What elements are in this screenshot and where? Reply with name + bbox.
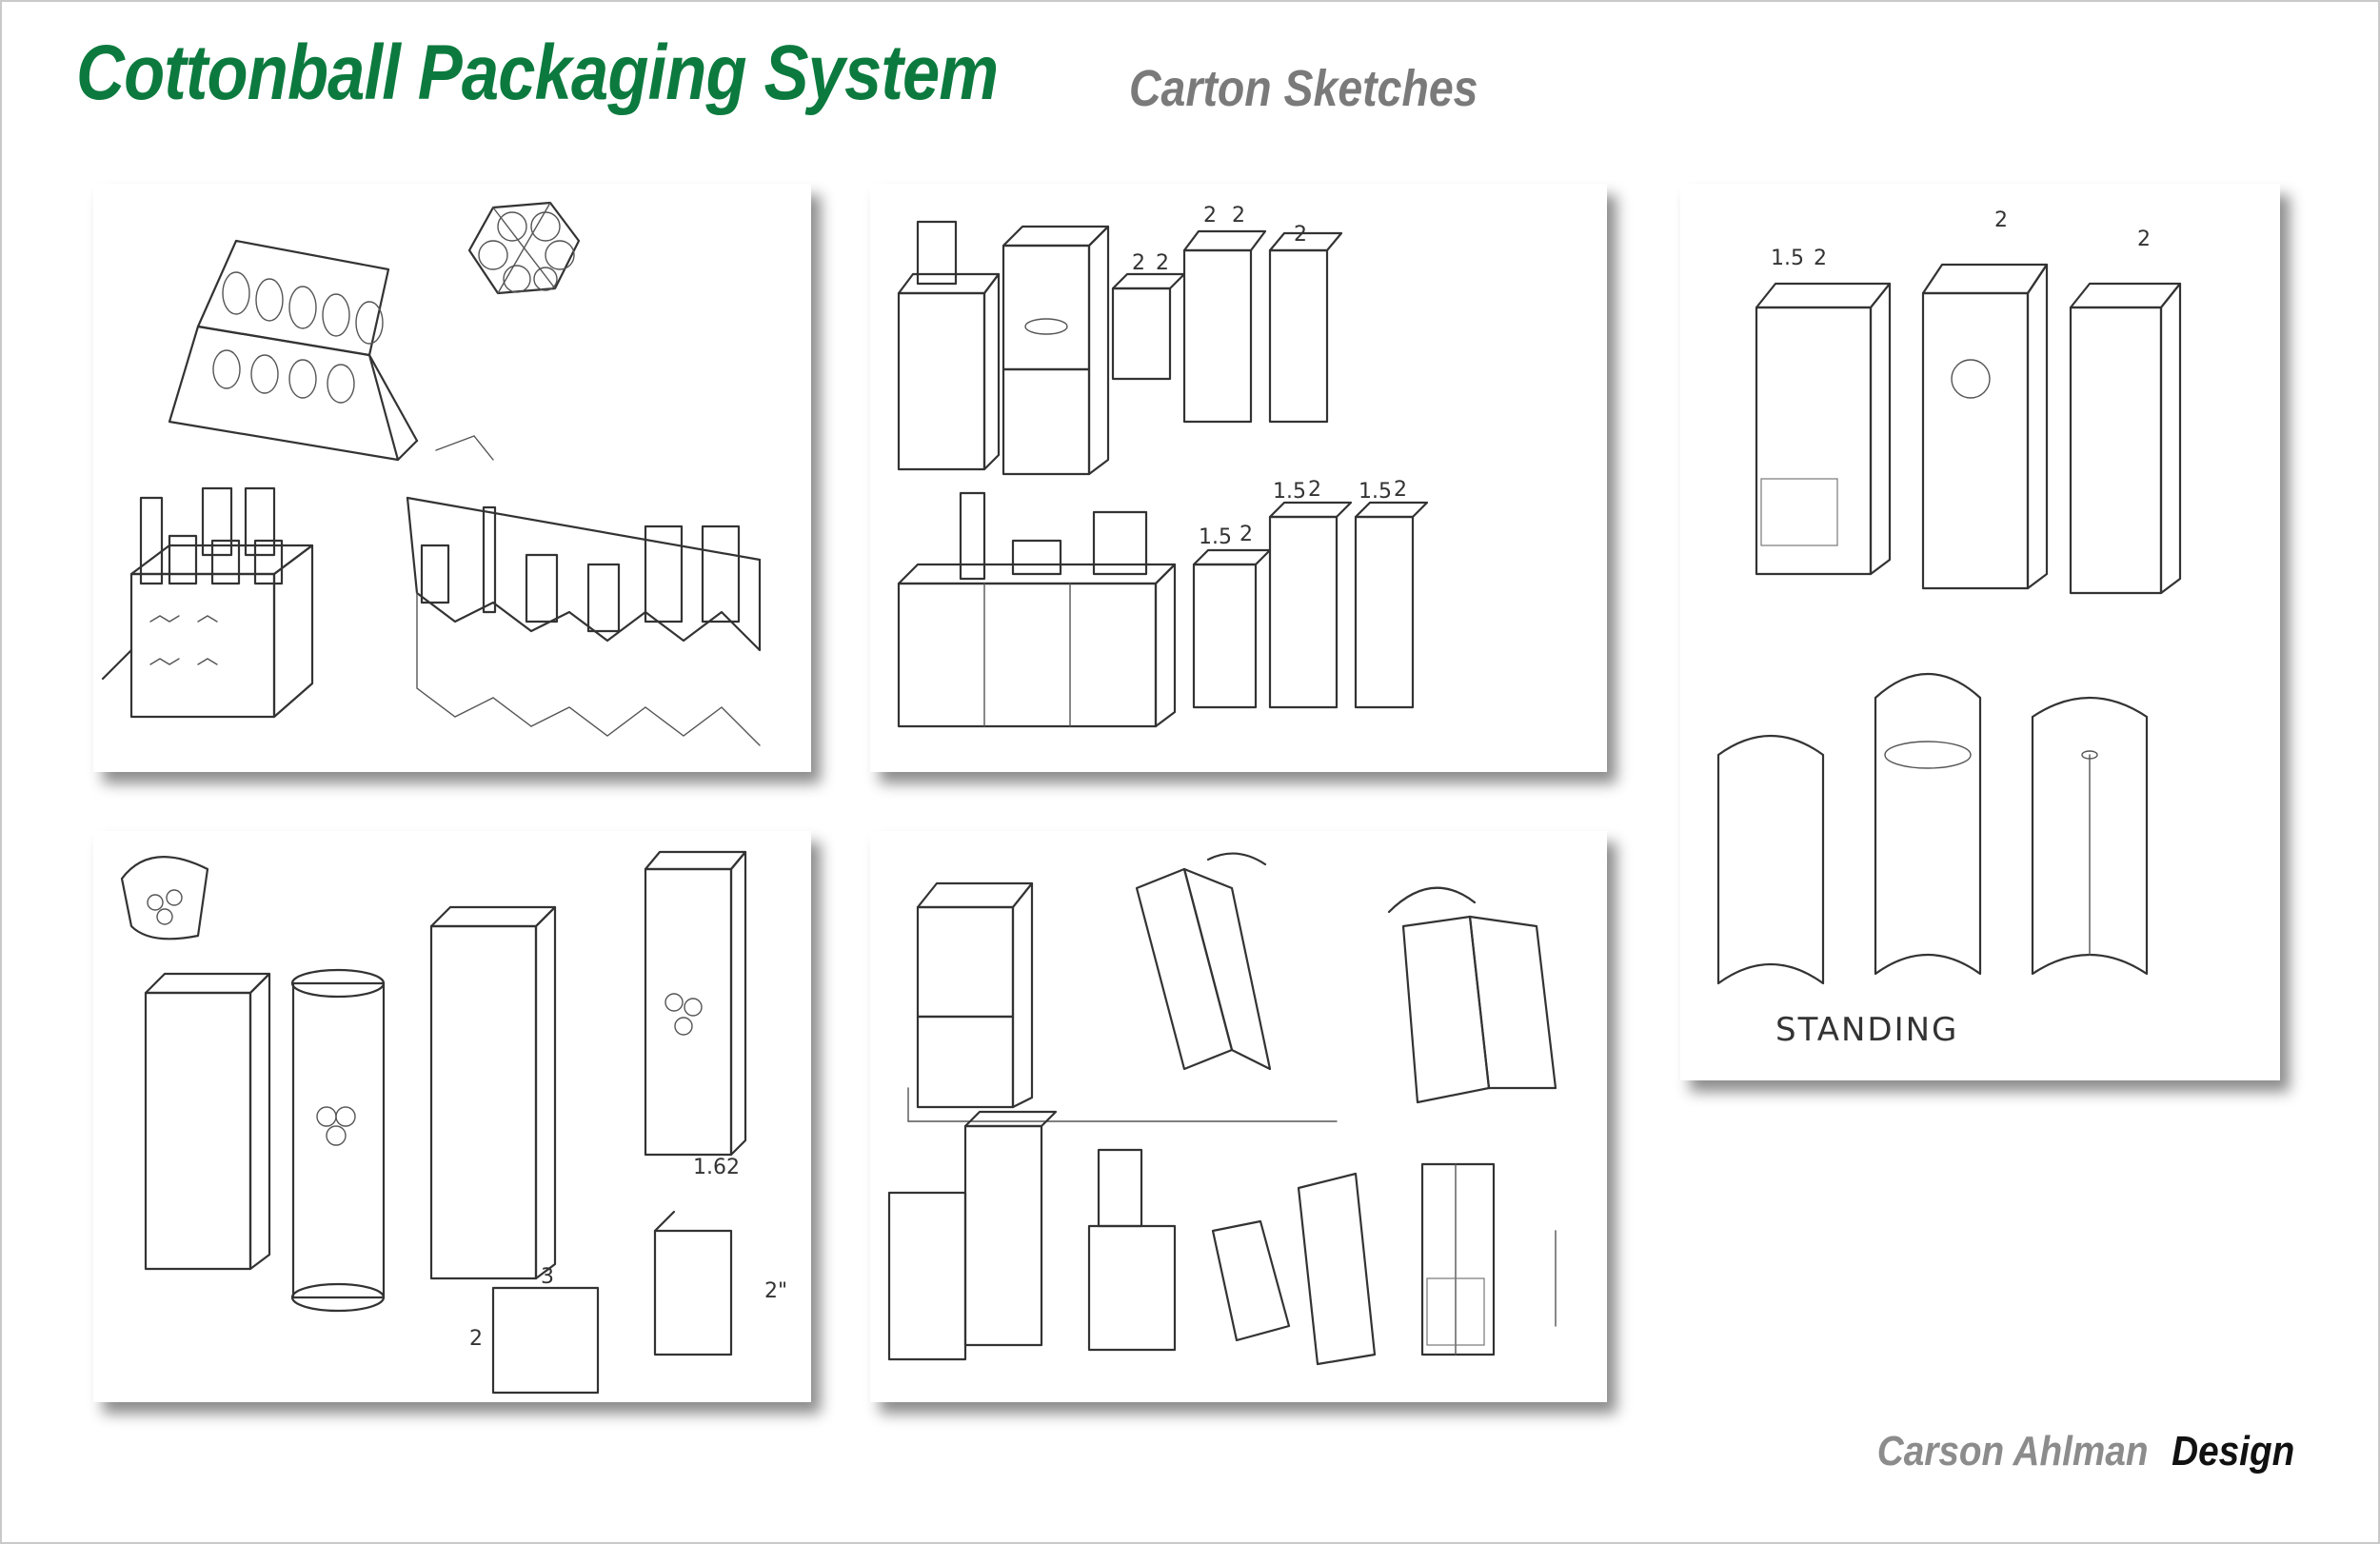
dim-label: 1.5 (1273, 480, 1306, 504)
dim-label: 2" (764, 1279, 787, 1303)
dim-label: 2 (1132, 251, 1145, 275)
sketch-sheet-5 (870, 831, 1607, 1402)
sketch-sheet-1 (93, 184, 811, 772)
dim-label: 2 (1240, 523, 1253, 546)
designer-name: Carson Ahlman (1876, 1428, 2149, 1475)
dim-label: 2 (1308, 478, 1321, 502)
sketch-drawing-tray-hexagon-tubes (101, 201, 762, 746)
dim-label: 3 (541, 1265, 554, 1289)
dim-label: 2 (1994, 208, 2008, 232)
sketch-drawing-cubes-dimensions: 2 2 2 2 2 1.5 2 1.5 2 1.5 2 (897, 204, 1429, 728)
page-title: Cottonball Packaging System (76, 30, 999, 116)
dim-label: 1.62 (693, 1156, 740, 1179)
dim-label: 2 (1814, 247, 1827, 270)
dim-label: 2 (1156, 251, 1169, 275)
page-subtitle: Carton Sketches (1129, 60, 1478, 117)
standing-annotation: STANDING (1775, 1011, 1958, 1049)
sketch-drawing-rotating-cartons (887, 852, 1557, 1366)
design-label: Design (2171, 1428, 2294, 1475)
dim-label: 2 (469, 1327, 483, 1351)
designer-credit: Carson Ahlman Design (1877, 1428, 2294, 1475)
sketch-sheet-4: 1.62 2" 3 2 (93, 831, 811, 1402)
dim-label: 2 (1232, 204, 1245, 228)
dim-label: 2 (1394, 478, 1407, 502)
dim-label: 2 (2137, 228, 2151, 251)
dim-label: 1.5 (1199, 525, 1232, 549)
sketch-drawing-flap-dispensers: 1.62 2" 3 2 (120, 850, 787, 1395)
dim-label: 1.5 (1359, 480, 1392, 504)
sketch-sheet-3: 1.5 2 2 2 STANDING (1680, 184, 2280, 1080)
sketch-sheet-2: 2 2 2 2 2 1.5 2 1.5 2 1.5 2 (870, 184, 1607, 772)
dim-label: 1.5 (1771, 247, 1804, 270)
sketch-drawing-dispensers-standing: 1.5 2 2 2 STANDING (1716, 208, 2182, 1049)
dim-label: 2 (1294, 223, 1307, 247)
dim-label: 2 (1203, 204, 1217, 228)
